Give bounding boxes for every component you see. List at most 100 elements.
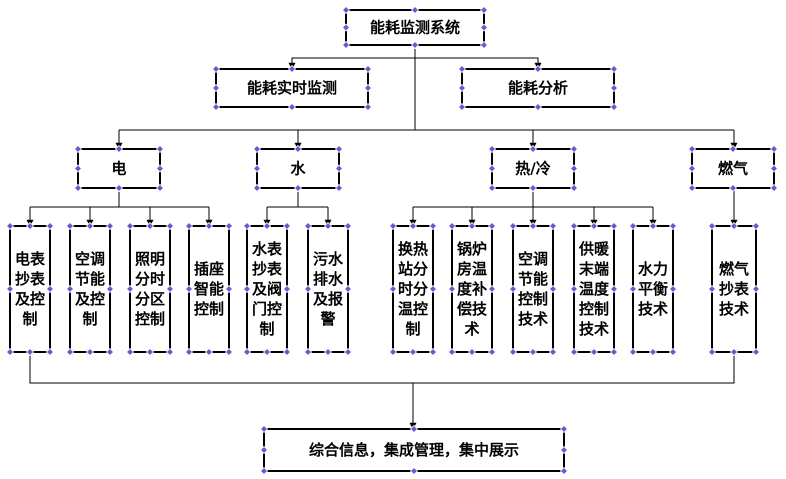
resize-handle[interactable] [363, 83, 373, 93]
resize-handle[interactable] [334, 183, 344, 193]
resize-handle[interactable] [751, 284, 761, 294]
resize-handle[interactable] [528, 183, 538, 193]
resize-handle[interactable] [533, 64, 543, 74]
resize-handle[interactable] [388, 221, 398, 231]
resize-handle[interactable] [508, 221, 518, 231]
resize-handle[interactable] [45, 221, 55, 231]
resize-handle[interactable] [73, 164, 83, 173]
resize-handle[interactable] [65, 347, 75, 357]
resize-handle[interactable] [751, 221, 761, 231]
resize-handle[interactable] [628, 347, 638, 357]
resize-handle[interactable] [569, 284, 579, 294]
resize-handle[interactable] [303, 284, 313, 294]
resize-handle[interactable] [687, 164, 697, 173]
resize-handle[interactable] [85, 221, 95, 231]
resize-handle[interactable] [409, 466, 419, 476]
resize-handle[interactable] [155, 144, 165, 154]
resize-handle[interactable] [165, 284, 175, 294]
resize-handle[interactable] [388, 347, 398, 357]
resize-handle[interactable] [589, 347, 599, 357]
resize-handle[interactable] [410, 5, 420, 15]
resize-handle[interactable] [323, 347, 333, 357]
resize-handle[interactable] [388, 284, 398, 294]
resize-handle[interactable] [262, 347, 272, 357]
resize-handle[interactable] [25, 221, 35, 231]
resize-handle[interactable] [728, 144, 738, 154]
level1-node-realtime[interactable]: 能耗实时监测 [215, 68, 369, 108]
resize-handle[interactable] [155, 183, 165, 193]
resize-handle[interactable] [25, 347, 35, 357]
resize-handle[interactable] [259, 424, 269, 434]
resize-handle[interactable] [343, 284, 353, 294]
resize-handle[interactable] [259, 445, 269, 455]
resize-handle[interactable] [628, 221, 638, 231]
resize-handle[interactable] [293, 144, 303, 154]
resize-handle[interactable] [303, 347, 313, 357]
resize-handle[interactable] [303, 221, 313, 231]
resize-handle[interactable] [668, 221, 678, 231]
resize-handle[interactable] [204, 347, 214, 357]
resize-handle[interactable] [548, 221, 558, 231]
resize-handle[interactable] [341, 40, 351, 50]
resize-handle[interactable] [341, 5, 351, 15]
resize-handle[interactable] [334, 164, 344, 173]
resize-handle[interactable] [428, 284, 438, 294]
resize-handle[interactable] [769, 183, 779, 193]
resize-handle[interactable] [287, 102, 297, 112]
resize-handle[interactable] [408, 221, 418, 231]
resize-handle[interactable] [282, 284, 292, 294]
resize-handle[interactable] [282, 221, 292, 231]
resize-handle[interactable] [668, 284, 678, 294]
resize-handle[interactable] [467, 221, 477, 231]
resize-handle[interactable] [165, 221, 175, 231]
resize-handle[interactable] [343, 221, 353, 231]
resize-handle[interactable] [184, 347, 194, 357]
resize-handle[interactable] [211, 83, 221, 93]
resize-handle[interactable] [609, 83, 619, 93]
resize-handle[interactable] [73, 183, 83, 193]
resize-handle[interactable] [508, 347, 518, 357]
resize-handle[interactable] [609, 347, 619, 357]
resize-handle[interactable] [528, 221, 538, 231]
resize-handle[interactable] [145, 347, 155, 357]
resize-handle[interactable] [45, 284, 55, 294]
resize-handle[interactable] [548, 284, 558, 294]
resize-handle[interactable] [487, 164, 497, 173]
resize-handle[interactable] [85, 347, 95, 357]
resize-handle[interactable] [65, 284, 75, 294]
root-node[interactable]: 能耗监测系统 [345, 9, 485, 46]
resize-handle[interactable] [224, 221, 234, 231]
resize-handle[interactable] [728, 183, 738, 193]
resize-handle[interactable] [457, 102, 467, 112]
resize-handle[interactable] [184, 284, 194, 294]
resize-handle[interactable] [252, 164, 262, 173]
resize-handle[interactable] [224, 284, 234, 294]
resize-handle[interactable] [105, 347, 115, 357]
resize-handle[interactable] [769, 144, 779, 154]
resize-handle[interactable] [479, 5, 489, 15]
resize-handle[interactable] [114, 183, 124, 193]
resize-handle[interactable] [242, 221, 252, 231]
resize-handle[interactable] [409, 424, 419, 434]
resize-handle[interactable] [687, 144, 697, 154]
resize-handle[interactable] [487, 144, 497, 154]
resize-handle[interactable] [457, 64, 467, 74]
resize-handle[interactable] [114, 144, 124, 154]
resize-handle[interactable] [569, 144, 579, 154]
resize-handle[interactable] [410, 40, 420, 50]
resize-handle[interactable] [447, 284, 457, 294]
resize-handle[interactable] [204, 221, 214, 231]
resize-handle[interactable] [323, 221, 333, 231]
resize-handle[interactable] [125, 347, 135, 357]
resize-handle[interactable] [648, 347, 658, 357]
resize-handle[interactable] [751, 347, 761, 357]
resize-handle[interactable] [428, 347, 438, 357]
resize-handle[interactable] [609, 221, 619, 231]
category-node-water[interactable]: 水 [256, 148, 340, 189]
resize-handle[interactable] [125, 284, 135, 294]
